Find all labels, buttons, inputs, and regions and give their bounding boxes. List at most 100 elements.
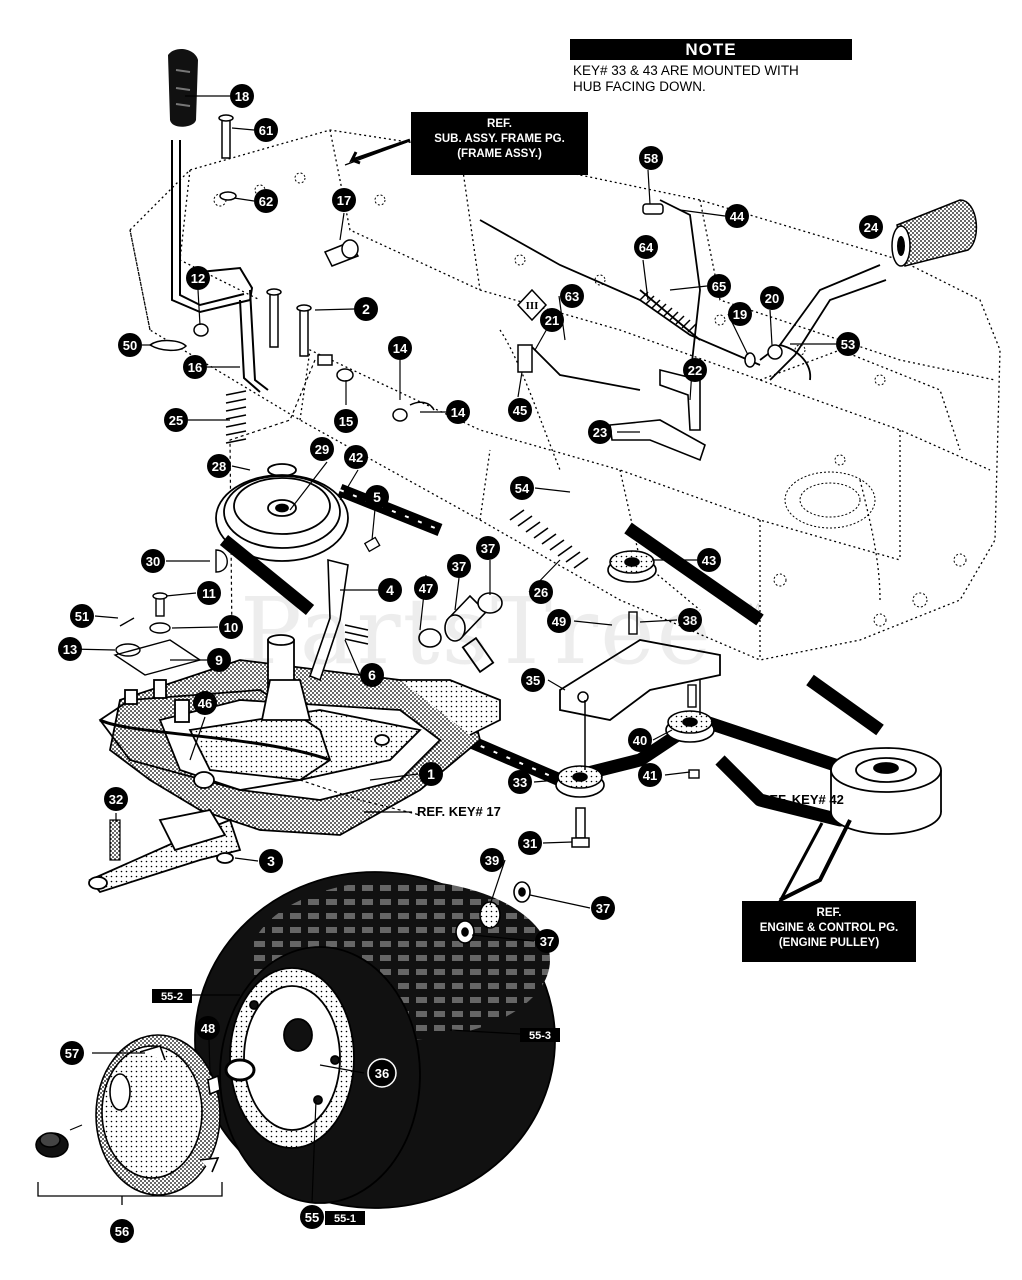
shift-lever	[171, 140, 269, 393]
callout-number: 38	[683, 613, 697, 628]
callout-2: 2	[354, 297, 378, 321]
callout-circle	[344, 445, 368, 469]
callout-number: 22	[688, 363, 702, 378]
callout-46: 46	[193, 691, 217, 715]
callout-33: 33	[508, 770, 532, 794]
callout-37: 37	[447, 554, 471, 578]
callout-number: 36	[375, 1066, 389, 1081]
block-21	[517, 344, 533, 373]
callout-number: 61	[259, 123, 273, 138]
callout-number: 19	[733, 307, 747, 322]
callout-circle	[196, 1016, 220, 1040]
callout-number: 10	[224, 620, 238, 635]
callout-55: 55	[300, 1205, 324, 1229]
callout-56: 56	[110, 1219, 134, 1243]
callout-18: 18	[230, 84, 254, 108]
callout-51: 51	[70, 604, 94, 628]
spring-26	[509, 509, 589, 569]
callout-circle	[183, 355, 207, 379]
callout-number: 33	[513, 775, 527, 790]
callout-number: 11	[202, 586, 216, 601]
watermark-trademark: TM	[740, 600, 761, 616]
callout-25: 25	[164, 408, 188, 432]
callout-number: 29	[315, 442, 329, 457]
callout-number: 5	[373, 489, 381, 505]
callout-circle	[510, 476, 534, 500]
callout-number: 42	[349, 450, 363, 465]
callout-53: 53	[836, 332, 860, 356]
callout-circle	[518, 831, 542, 855]
valve-cap	[35, 1132, 69, 1158]
callout-circle	[535, 929, 559, 953]
shift-knob	[168, 48, 198, 127]
callout-number: 18	[235, 89, 249, 104]
callout-circle	[588, 420, 612, 444]
callout-22: 22	[683, 358, 707, 382]
callout-number: 45	[513, 403, 527, 418]
callout-number: 20	[765, 291, 779, 306]
callout-14: 14	[388, 336, 412, 360]
callout-circle	[760, 286, 784, 310]
callout-28: 28	[207, 454, 231, 478]
callout-number: 65	[712, 279, 726, 294]
callout-circle	[360, 663, 384, 687]
callout-circle	[104, 787, 128, 811]
callout-62: 62	[254, 189, 278, 213]
callout-circle	[254, 189, 278, 213]
subassembly-tag-box	[520, 1028, 560, 1042]
callout-41: 41	[638, 763, 662, 787]
callout-17: 17	[332, 188, 356, 212]
callout-number: 46	[198, 696, 212, 711]
callout-3: 3	[259, 849, 283, 873]
subassembly-tag-55-1: 55-1	[325, 1211, 365, 1225]
subassembly-tag-box	[325, 1211, 365, 1225]
callout-number: 3	[267, 853, 275, 869]
callout-number: 1	[427, 766, 435, 782]
drive-belt-highlight	[339, 489, 561, 781]
callout-42: 42	[344, 445, 368, 469]
callout-37: 37	[476, 536, 500, 560]
callout-circle	[58, 637, 82, 661]
callout-number: 17	[337, 193, 351, 208]
callout-number: 6	[368, 667, 376, 683]
callout-circle	[197, 581, 221, 605]
callout-circle	[193, 691, 217, 715]
callout-circle	[591, 896, 615, 920]
callout-circle	[207, 648, 231, 672]
callout-circle	[447, 554, 471, 578]
ref-engine-line: ENGINE & CONTROL PG.	[759, 922, 899, 934]
idler-bracket	[559, 639, 721, 721]
callout-number: 13	[63, 642, 77, 657]
callout-1: 1	[419, 762, 443, 786]
callout-49: 49	[547, 609, 571, 633]
callout-circle	[310, 437, 334, 461]
callout-number: 40	[633, 733, 647, 748]
callout-number: 21	[545, 313, 559, 328]
callout-circle	[369, 1060, 395, 1086]
callout-number: 14	[393, 341, 408, 356]
callout-12: 12	[186, 266, 210, 290]
callout-circle	[334, 409, 358, 433]
callout-circle	[141, 549, 165, 573]
callout-20: 20	[760, 286, 784, 310]
callout-circle	[529, 580, 553, 604]
callout-circle	[725, 204, 749, 228]
callout-number: 57	[65, 1046, 79, 1061]
callout-circle	[70, 604, 94, 628]
callout-30: 30	[141, 549, 165, 573]
callout-number: 35	[526, 673, 540, 688]
callout-57: 57	[60, 1041, 84, 1065]
callout-number: 12	[191, 271, 205, 286]
callout-number: 30	[146, 554, 160, 569]
callout-circle	[60, 1041, 84, 1065]
callout-65: 65	[707, 274, 731, 298]
ref-frame-line: REF.	[487, 118, 512, 130]
note-line: HUB FACING DOWN.	[573, 79, 706, 94]
callout-circle	[365, 485, 389, 509]
callout-number: 26	[534, 585, 548, 600]
callout-number: 47	[419, 581, 433, 596]
callout-31: 31	[518, 831, 542, 855]
hardware-left	[113, 549, 228, 676]
callout-number: 31	[523, 836, 537, 851]
frame-outline	[129, 129, 1001, 661]
